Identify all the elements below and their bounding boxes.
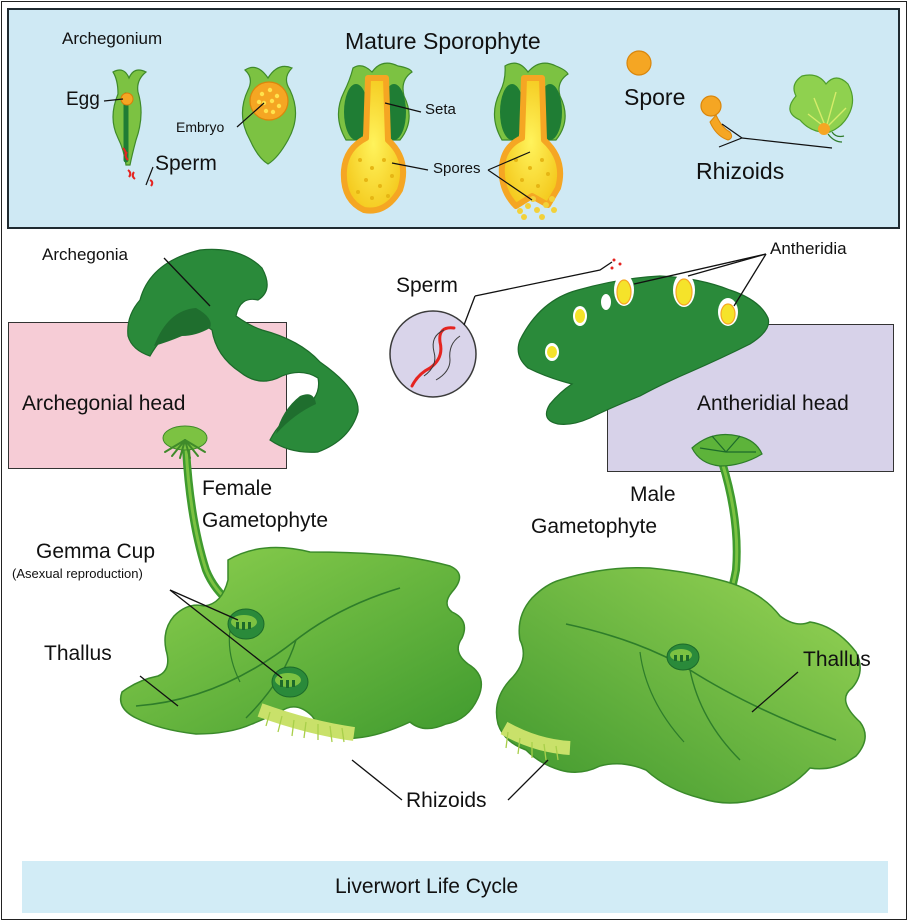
label-male-1: Male xyxy=(630,483,676,506)
footer-bar xyxy=(22,861,888,913)
antheridial-head-illustration xyxy=(517,258,770,425)
sporophyte-closed-illustration xyxy=(337,62,413,214)
archegonium-illustration xyxy=(112,69,154,187)
label-female-1: Female xyxy=(202,477,273,500)
label-rhizoids-top: Rhizoids xyxy=(696,158,785,184)
top-leader-lines xyxy=(103,98,833,201)
label-embryo: Embryo xyxy=(176,119,225,135)
gemma-cup-1 xyxy=(227,608,265,640)
label-archegonium: Archegonium xyxy=(62,29,163,48)
label-egg: Egg xyxy=(66,89,100,110)
main-leader-lines xyxy=(139,253,799,801)
top-panel xyxy=(7,8,900,229)
gemma-cup-2 xyxy=(271,666,309,698)
male-thallus xyxy=(495,567,866,804)
label-female-2: Gametophyte xyxy=(202,509,329,532)
sperm-circle-illustration xyxy=(389,310,477,398)
label-sperm-top: Sperm xyxy=(155,152,217,175)
label-thallus-left: Thallus xyxy=(44,642,112,665)
label-male-2: Gametophyte xyxy=(531,515,658,538)
label-mature-sporophyte: Mature Sporophyte xyxy=(345,28,541,54)
label-sperm-main: Sperm xyxy=(396,274,458,297)
female-stalk-highlight xyxy=(184,447,233,606)
young-thallus-illustration xyxy=(789,74,854,143)
label-antheridial-head: Antheridial head xyxy=(697,392,849,415)
label-antheridia: Antheridia xyxy=(770,239,847,258)
footer-title: Liverwort Life Cycle xyxy=(335,875,519,898)
spore-illustration xyxy=(626,50,733,141)
label-asexual-reproduction: (Asexual reproduction) xyxy=(12,566,143,581)
female-thallus xyxy=(119,546,483,743)
label-rhizoids-main: Rhizoids xyxy=(406,789,487,812)
archegonial-head-illustration xyxy=(127,248,359,453)
label-gemma-cup: Gemma Cup xyxy=(36,540,156,563)
label-thallus-right: Thallus xyxy=(803,648,871,671)
label-spore: Spore xyxy=(624,84,686,110)
label-archegonial-head: Archegonial head xyxy=(22,392,186,415)
male-disc-top xyxy=(691,433,763,467)
sporophyte-releasing-illustration xyxy=(493,62,569,220)
label-archegonia: Archegonia xyxy=(42,245,129,264)
female-umbrella-top xyxy=(162,425,208,459)
label-spores: Spores xyxy=(433,160,481,177)
embryo-illustration xyxy=(241,65,297,165)
gemma-cup-3 xyxy=(666,643,700,671)
label-seta: Seta xyxy=(425,101,456,118)
